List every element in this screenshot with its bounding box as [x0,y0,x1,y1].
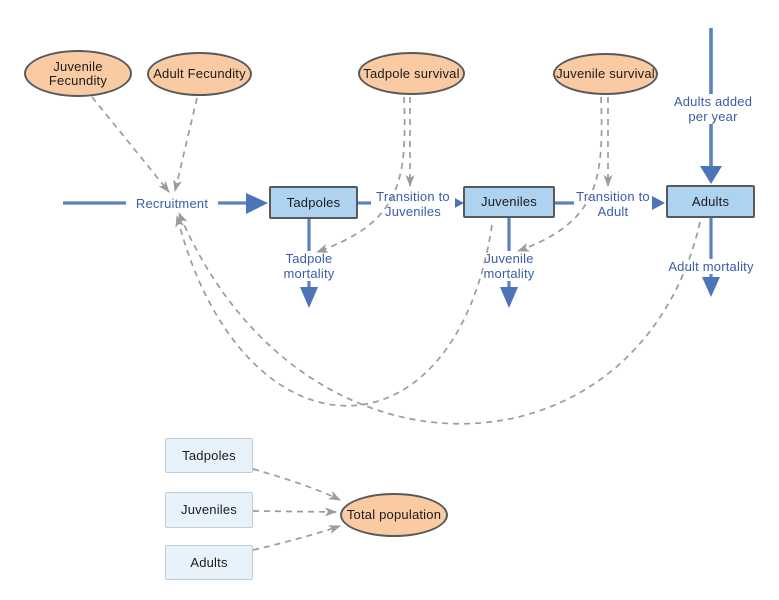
stock-juveniles-label: Juveniles [481,194,537,209]
ghost-tadpoles-label: Tadpoles [182,447,236,463]
variable-tadpole-survival[interactable]: Tadpole survival [358,52,465,95]
variable-adult-fecundity[interactable]: Adult Fecundity [147,52,252,96]
adults-added-flow-arrowhead-icon [700,166,722,184]
transition-to-adult-flow-arrowhead-icon [652,196,665,210]
flow-label-juvenile-mortality[interactable]: Juvenile mortality [473,251,545,281]
stock-juveniles[interactable]: Juveniles [463,186,555,218]
flow-label-adult-mortality[interactable]: Adult mortality [664,259,758,274]
link-juveniles-to-recruitment[interactable] [175,215,493,407]
stock-tadpoles-label: Tadpoles [286,194,341,210]
variable-juvenile-fecundity[interactable]: Juvenile Fecundity [24,50,132,97]
link-juvenile-survival-to-juvenile-mortality[interactable] [517,96,603,252]
link-adults-to-recruitment[interactable] [178,212,701,425]
ghost-juveniles[interactable]: Juveniles [165,492,253,528]
link-ghost-adults-to-total-population[interactable] [252,525,341,551]
flow-label-tadpole-mortality[interactable]: Tadpole mortality [275,251,343,281]
ghost-juveniles-label: Juveniles [181,502,237,517]
link-ghost-juveniles-to-total-population[interactable] [252,507,337,517]
variable-juvenile-survival-label: Juvenile survival [556,66,655,81]
stock-adults-label: Adults [691,193,730,209]
stock-adults[interactable]: Adults [666,185,755,218]
ghost-tadpoles[interactable]: Tadpoles [165,438,253,473]
stock-tadpoles[interactable]: Tadpoles [269,186,358,219]
ghost-adults-label: Adults [190,554,228,570]
link-tadpole-survival-to-tadpole-mortality[interactable] [316,96,406,253]
flow-label-adults-added-per-year[interactable]: Adults added per year [671,94,755,124]
flow-label-recruitment[interactable]: Recruitment [126,196,218,211]
link-juvenile-fecundity-to-recruitment[interactable] [91,96,170,193]
recruitment-flow-arrowhead-icon [246,193,268,214]
variable-adult-fecundity-label: Adult Fecundity [153,66,246,81]
variable-tadpole-survival-label: Tadpole survival [363,65,460,81]
variable-juvenile-fecundity-label: Juvenile Fecundity [48,58,108,88]
flow-label-transition-to-adult[interactable]: Transition to Adult [575,189,651,219]
juvenile-mortality-flow-arrowhead-icon [500,287,518,308]
variable-total-population[interactable]: Total population [340,493,448,537]
adult-mortality-flow-arrowhead-icon [702,277,720,297]
ghost-adults[interactable]: Adults [165,545,253,580]
link-ghost-tadpoles-to-total-population[interactable] [252,468,341,501]
link-adult-fecundity-to-recruitment[interactable] [173,97,198,192]
flow-label-transition-to-juveniles[interactable]: Transition to Juveniles [371,189,455,219]
variable-juvenile-survival[interactable]: Juvenile survival [553,53,658,95]
variable-total-population-label: Total population [346,507,442,522]
tadpole-mortality-flow-arrowhead-icon [300,287,318,308]
